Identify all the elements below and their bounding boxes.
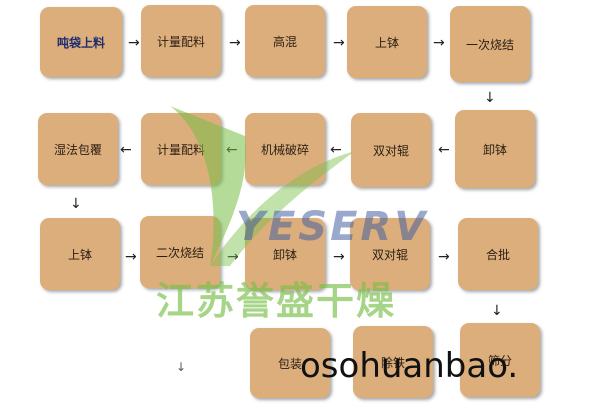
arrow-down-icon: ↓ (176, 360, 187, 374)
arrow-right-icon: → (333, 35, 345, 51)
step-mechanical-crushing: 机械破碎 (245, 113, 325, 185)
step-weighing-batching-2: 计量配料 (141, 113, 221, 185)
arrow-right-icon: → (128, 35, 140, 51)
step-double-roller-2: 双对辊 (350, 218, 430, 290)
step-weighing-batching-1: 计量配料 (141, 5, 221, 77)
step-second-sintering: 二次烧结 (140, 216, 220, 288)
arrow-left-icon: ← (438, 142, 450, 158)
arrow-right-icon: → (438, 249, 450, 265)
step-double-roller-1: 双对辊 (351, 113, 431, 187)
arrow-left-icon: ← (330, 142, 342, 158)
step-first-sintering: 一次烧结 (450, 6, 530, 82)
step-packaging: 包装 (250, 328, 330, 398)
arrow-right-icon: → (433, 35, 445, 51)
step-loading-saggar-1: 上钵 (347, 6, 427, 78)
step-iron-removal: 除铁 (353, 326, 433, 398)
arrow-down-icon: ↓ (491, 303, 503, 319)
arrow-right-icon: → (227, 249, 239, 265)
arrow-right-icon: → (125, 249, 137, 265)
step-unloading-saggar-2: 卸钵 (245, 218, 325, 290)
arrow-right-icon: → (333, 249, 345, 265)
step-sieving: 筛分 (460, 323, 540, 397)
step-wet-coating: 湿法包覆 (38, 113, 118, 185)
step-tonbag-feeding: 吨袋上料 (40, 7, 122, 77)
step-loading-saggar-2: 上钵 (40, 218, 120, 290)
step-batch-blending: 合批 (458, 218, 538, 290)
step-high-speed-mixing: 高混 (245, 5, 325, 77)
arrow-down-icon: ↓ (70, 196, 82, 212)
step-unloading-saggar-1: 卸钵 (455, 110, 535, 188)
arrow-left-icon: ← (120, 142, 132, 158)
arrow-right-icon: → (229, 35, 241, 51)
arrow-down-icon: ↓ (484, 90, 496, 106)
arrow-left-icon: ← (226, 142, 238, 158)
